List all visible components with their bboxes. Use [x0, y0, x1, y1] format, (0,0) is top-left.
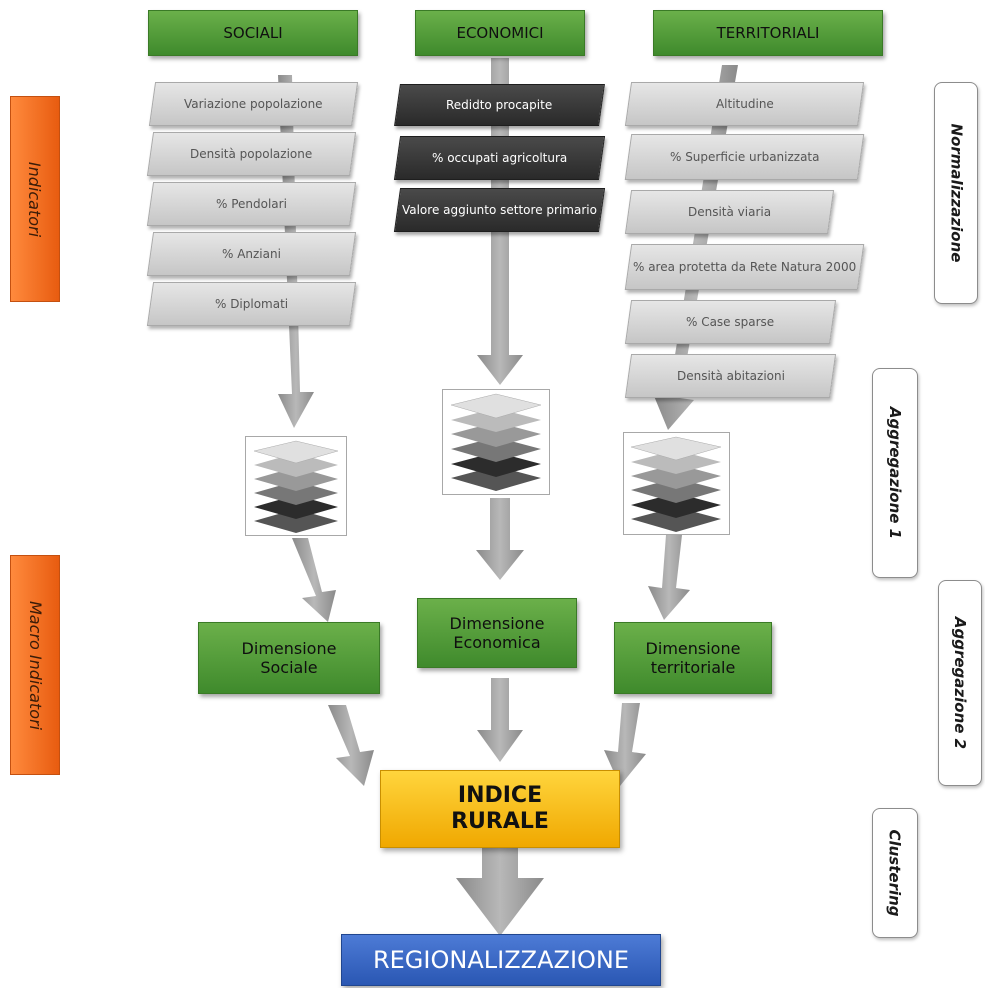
indicator-case-sparse: % Case sparse [624, 300, 837, 344]
indicator-valore-aggiunto: Valore aggiunto settore primario [393, 188, 606, 232]
indicator-area-protetta: % area protetta da Rete Natura 2000 [624, 244, 865, 290]
indicator-anziani: % Anziani [146, 232, 357, 276]
indicator-pendolari: % Pendolari [146, 182, 357, 226]
category-territoriali: TERRITORIALI [653, 10, 883, 56]
dimension-territoriale: Dimensione territoriale [614, 622, 772, 694]
label-aggregazione-1: Aggregazione 1 [872, 368, 918, 578]
label-macro-indicatori: Macro Indicatori [10, 555, 60, 775]
indicator-diplomati: % Diplomati [146, 282, 357, 326]
indicator-variazione-popolazione: Variazione popolazione [148, 82, 359, 126]
arrow-stack-territoriale [648, 535, 690, 620]
indicator-densita-viaria: Densità viaria [624, 190, 835, 234]
dimension-sociale: Dimensione Sociale [198, 622, 380, 694]
indicator-densita-abitazioni: Densità abitazioni [624, 354, 837, 398]
label-aggregazione-2: Aggregazione 2 [938, 580, 982, 786]
layers-icon-sociale [245, 436, 347, 536]
arrow-indice-regionalizzazione [456, 840, 544, 936]
arrow-territoriale-indice [604, 703, 646, 786]
indicator-densita-popolazione: Densità popolazione [146, 132, 357, 176]
arrow-economica-indice [477, 678, 523, 762]
arrow-sociale-indice [328, 705, 374, 786]
regionalizzazione: REGIONALIZZAZIONE [341, 934, 661, 986]
label-clustering: Clustering [872, 808, 918, 938]
category-sociali: SOCIALI [148, 10, 358, 56]
indicator-reddito-procapite: Redidto procapite [394, 84, 605, 126]
label-normalizzazione: Normalizzazione [934, 82, 978, 304]
indice-rurale: INDICE RURALE [380, 770, 620, 848]
arrow-stack-sociale [292, 538, 336, 622]
layers-icon-economica [442, 389, 550, 495]
category-economici: ECONOMICI [415, 10, 585, 56]
layers-icon-territoriale [623, 432, 730, 535]
indicator-altitudine: Altitudine [624, 82, 865, 126]
arrow-stack-economica [476, 498, 524, 580]
indicator-superficie-urbanizzata: % Superficie urbanizzata [624, 134, 865, 180]
label-indicatori: Indicatori [10, 96, 60, 302]
dimension-economica: Dimensione Economica [417, 598, 577, 668]
indicator-occupati-agricoltura: % occupati agricoltura [393, 136, 606, 180]
